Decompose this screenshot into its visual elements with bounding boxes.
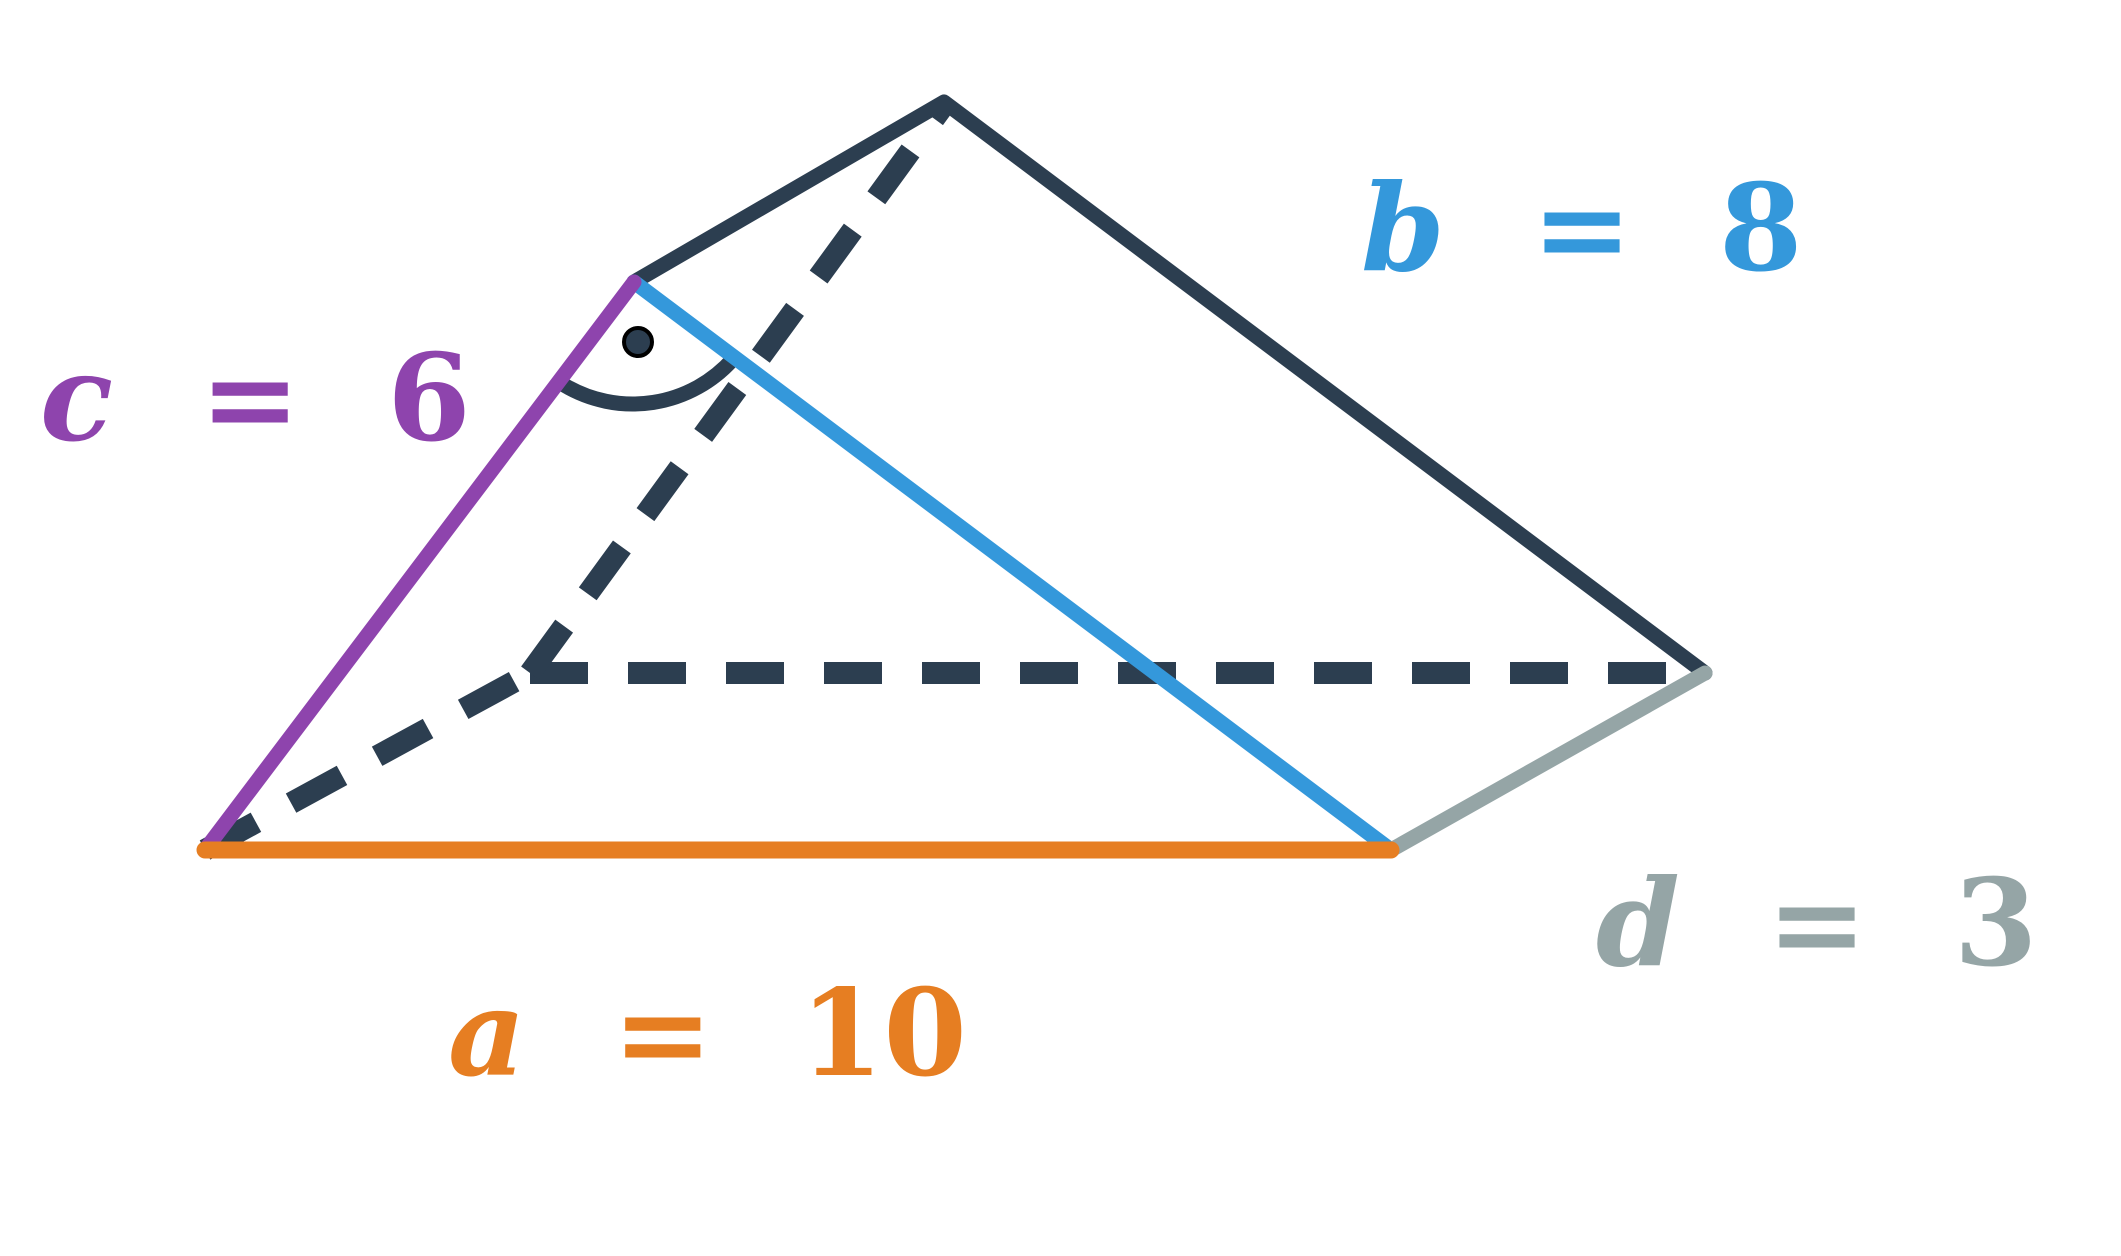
label-a-eq: = [613, 963, 714, 1104]
label-a-value: 10 [800, 963, 967, 1104]
label-b: b = 8 [1361, 158, 1803, 299]
label-c-name: c [40, 328, 113, 469]
hidden-edge-back-bottom [199, 663, 536, 860]
label-c-eq: = [200, 328, 301, 469]
label-a: a = 10 [448, 963, 967, 1104]
edge-d [1383, 665, 1713, 858]
label-a-name: a [448, 963, 526, 1104]
edge-b [626, 274, 1399, 858]
right-angle-dot [622, 326, 654, 358]
hidden-edges [199, 98, 1705, 860]
label-b-eq: = [1532, 158, 1633, 299]
top-edges [626, 94, 1713, 681]
label-d-value: 3 [1954, 853, 2038, 994]
label-d-name: d [1596, 853, 1680, 994]
label-c-value: 6 [387, 328, 471, 469]
edge-c [197, 274, 642, 858]
hidden-edge-back-vertical [521, 98, 953, 680]
visible-edges [626, 94, 1713, 681]
label-b-value: 8 [1719, 158, 1803, 299]
label-c: c = 6 [40, 328, 471, 469]
label-d-eq: = [1767, 853, 1868, 994]
label-b-name: b [1361, 158, 1445, 299]
label-d: d = 3 [1596, 853, 2038, 994]
right-angle-arc [560, 353, 739, 412]
right-angle-marker [560, 326, 739, 412]
